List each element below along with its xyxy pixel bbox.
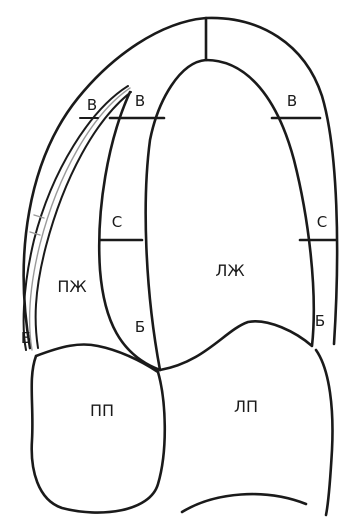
label-lateral-apical: В <box>287 92 297 110</box>
label-lateral-basal: Б <box>315 312 325 330</box>
left-atrium-bottom <box>182 494 306 512</box>
label-rv-wall-basal: Б <box>21 329 31 347</box>
label-left-ventricle: ЛЖ <box>215 261 244 280</box>
right-atrium-outline <box>32 344 165 512</box>
label-septum-basal: Б <box>135 318 145 336</box>
label-right-atrium: ПП <box>90 401 114 420</box>
label-lateral-mid: С <box>317 213 327 231</box>
label-right-ventricle: ПЖ <box>57 277 86 296</box>
label-rv-wall-apical: В <box>87 96 97 114</box>
label-septum-apical: В <box>135 92 145 110</box>
label-septum-mid: С <box>112 213 122 231</box>
label-left-atrium: ЛП <box>234 397 258 416</box>
rv-wall-tick-1 <box>34 215 44 218</box>
left-atrium-outline <box>316 350 332 515</box>
epicardium-outline <box>24 18 337 348</box>
